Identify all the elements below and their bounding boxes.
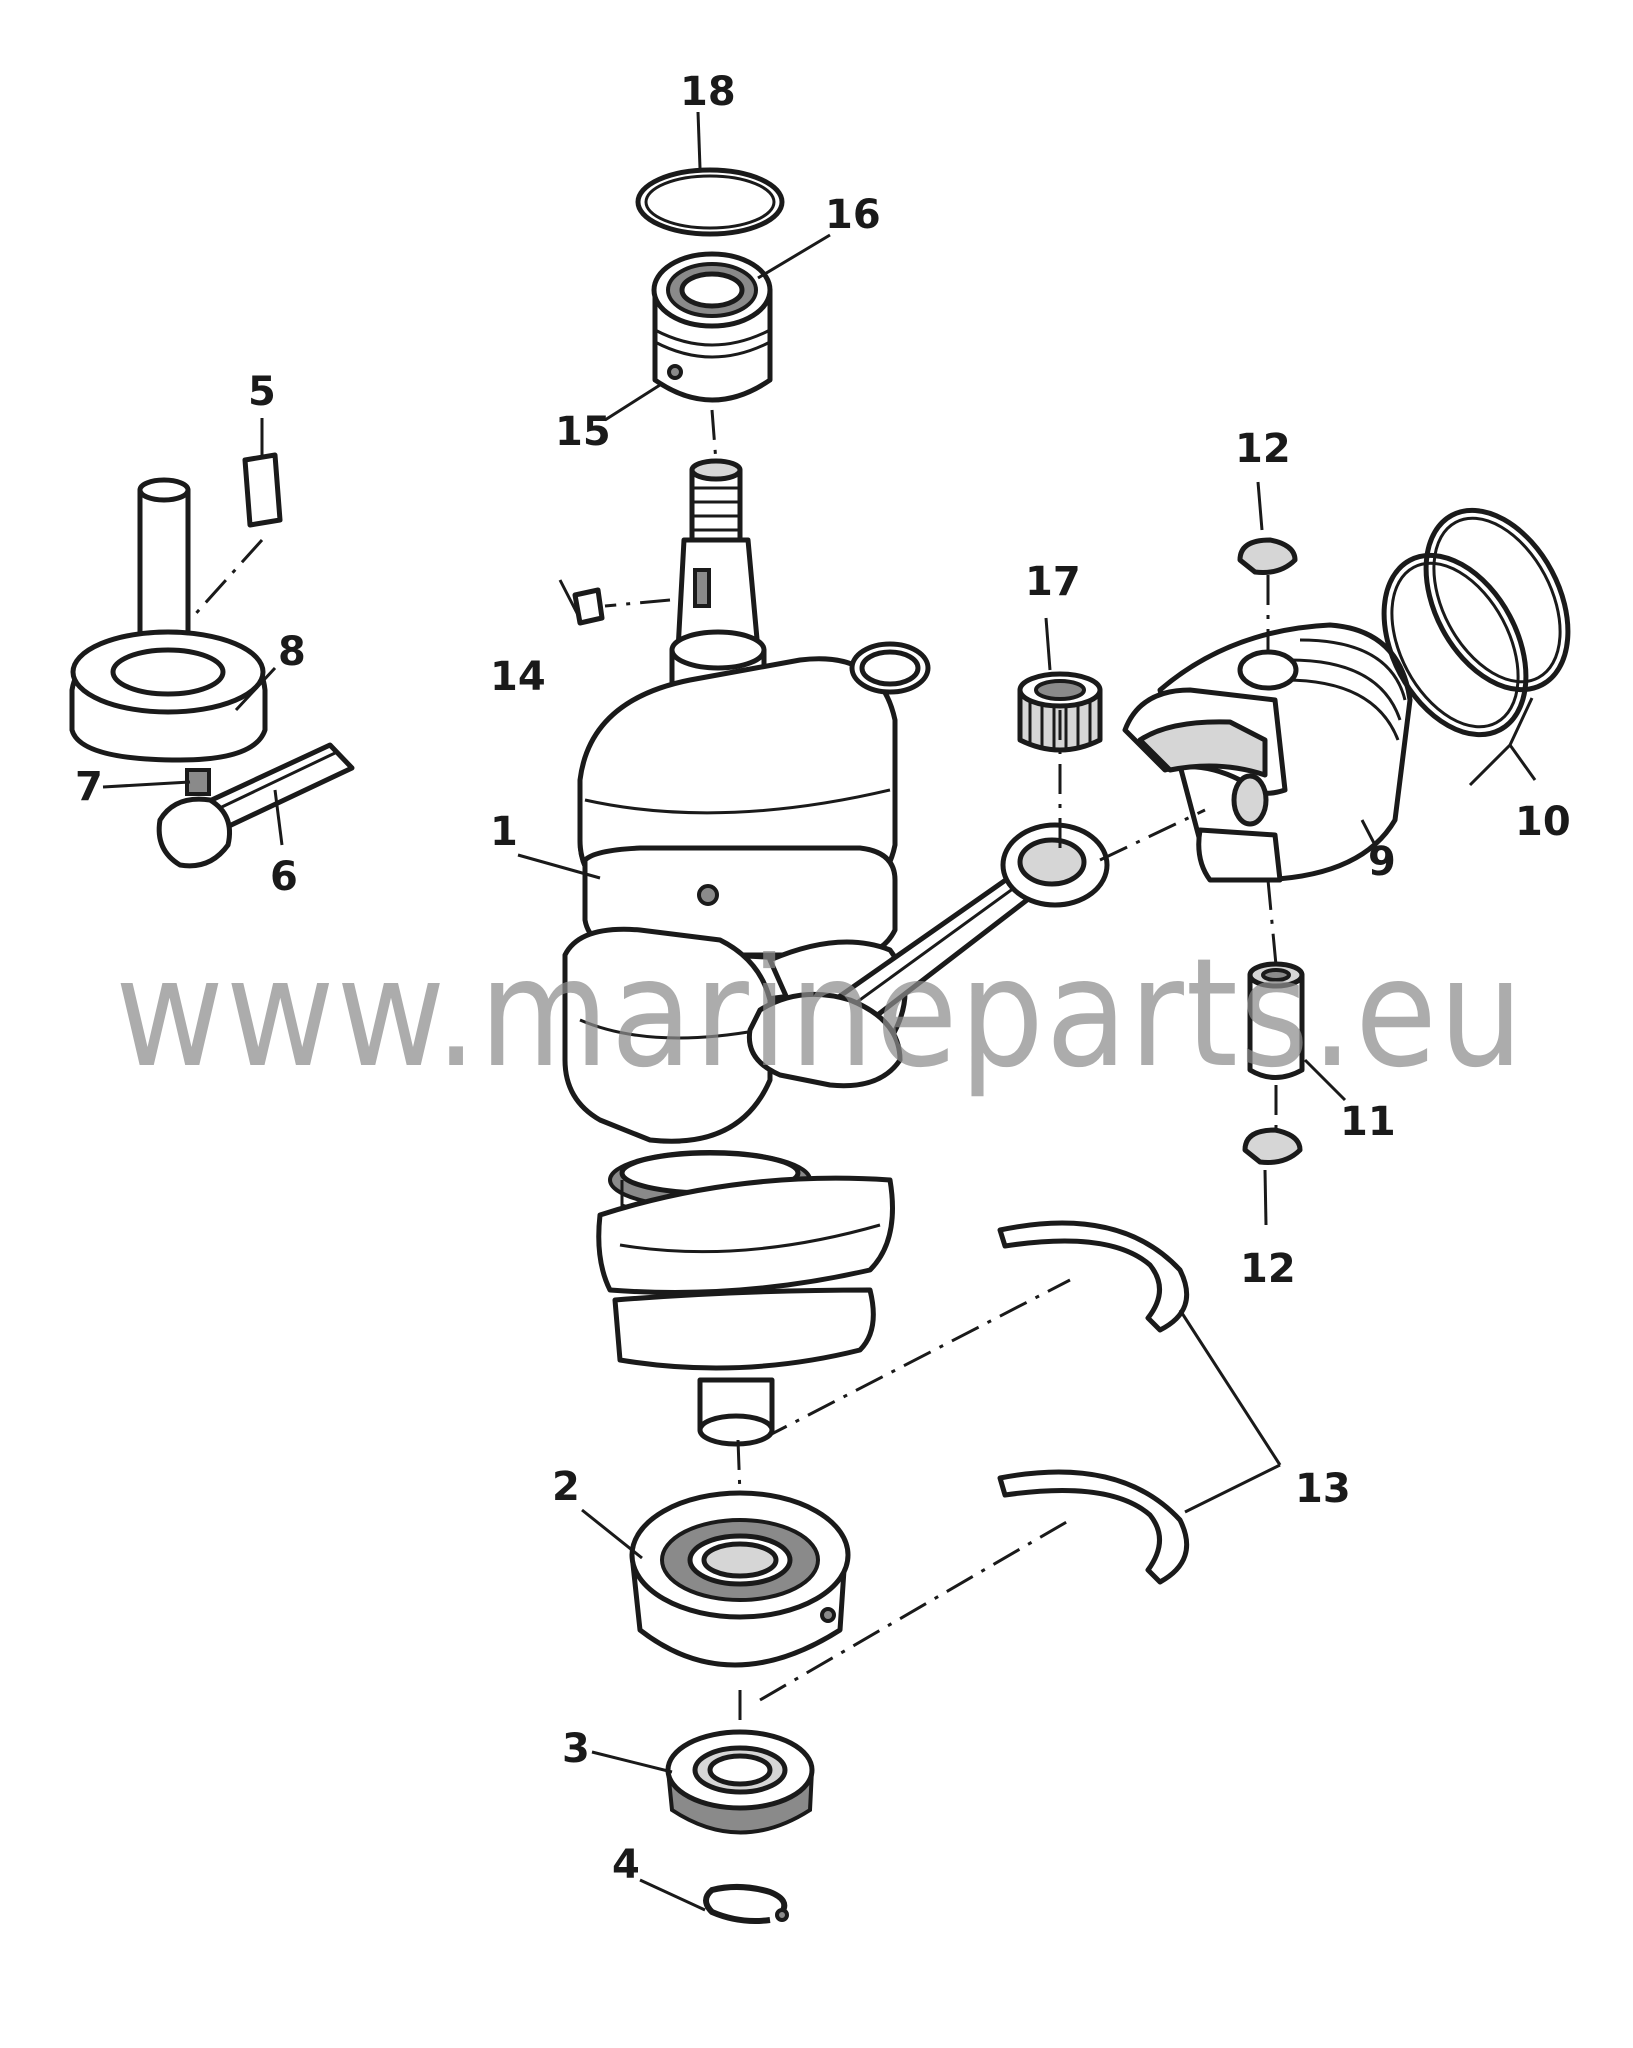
callout-17: 18 [680,69,736,115]
assembly-lines [188,409,1278,1730]
inset-crank-assembly [69,452,355,869]
oil-seal-3 [665,1729,815,1835]
callout-1: 1 [490,809,518,855]
callout-8: 8 [278,629,306,675]
crankshaft-1 [562,458,931,1447]
watermark-text: www.marineparts.eu [115,927,1525,1101]
callout-14: 14 [490,654,546,700]
thrust-washer-13-lower [997,1469,1190,1585]
o-ring-17 [635,167,785,237]
callout-11: 11 [1340,1099,1396,1145]
upper-bearing-housing-15-16 [651,251,773,403]
callout-6: 6 [270,854,298,900]
callout-5: 5 [248,369,276,415]
callout-10: 10 [1515,799,1571,845]
callout-16: 16 [825,192,881,238]
piston-9 [1122,622,1413,883]
circlip-12-lower [1242,1127,1303,1165]
callout-18: 17 [1025,559,1081,605]
callout-2: 2 [552,1464,580,1510]
callout-12-lower: 12 [1240,1246,1296,1292]
key-14 [572,587,605,626]
thrust-washer-13-upper [997,1220,1190,1333]
piston-rings-10 [1381,507,1571,738]
callout-13: 13 [1295,1466,1351,1512]
circlip-12-upper [1237,537,1298,575]
snap-ring-4 [703,1884,789,1924]
callout-3: 3 [562,1726,590,1772]
connecting-rod [746,822,1110,1089]
ball-bearing-2 [629,1490,851,1668]
callout-15: 15 [555,409,611,455]
leader-lines [102,111,1537,1912]
callout-12-upper: 12 [1235,426,1291,472]
piston-pin-11 [1247,961,1305,1080]
callout-labels: 18 16 15 5 8 7 6 14 1 17 12 9 10 11 12 1… [75,69,1571,1888]
callout-7: 7 [75,764,103,810]
callout-9: 9 [1368,839,1396,885]
callout-4: 4 [612,1842,640,1888]
